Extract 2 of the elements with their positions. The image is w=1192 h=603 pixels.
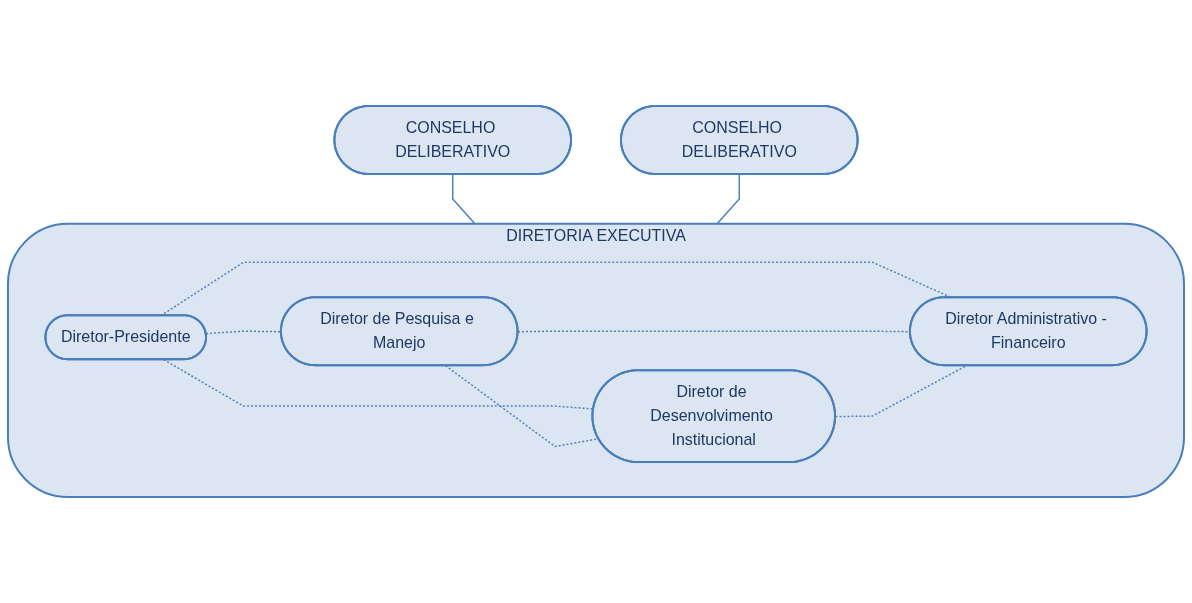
connector: [451, 173, 476, 225]
connector: [716, 173, 741, 225]
